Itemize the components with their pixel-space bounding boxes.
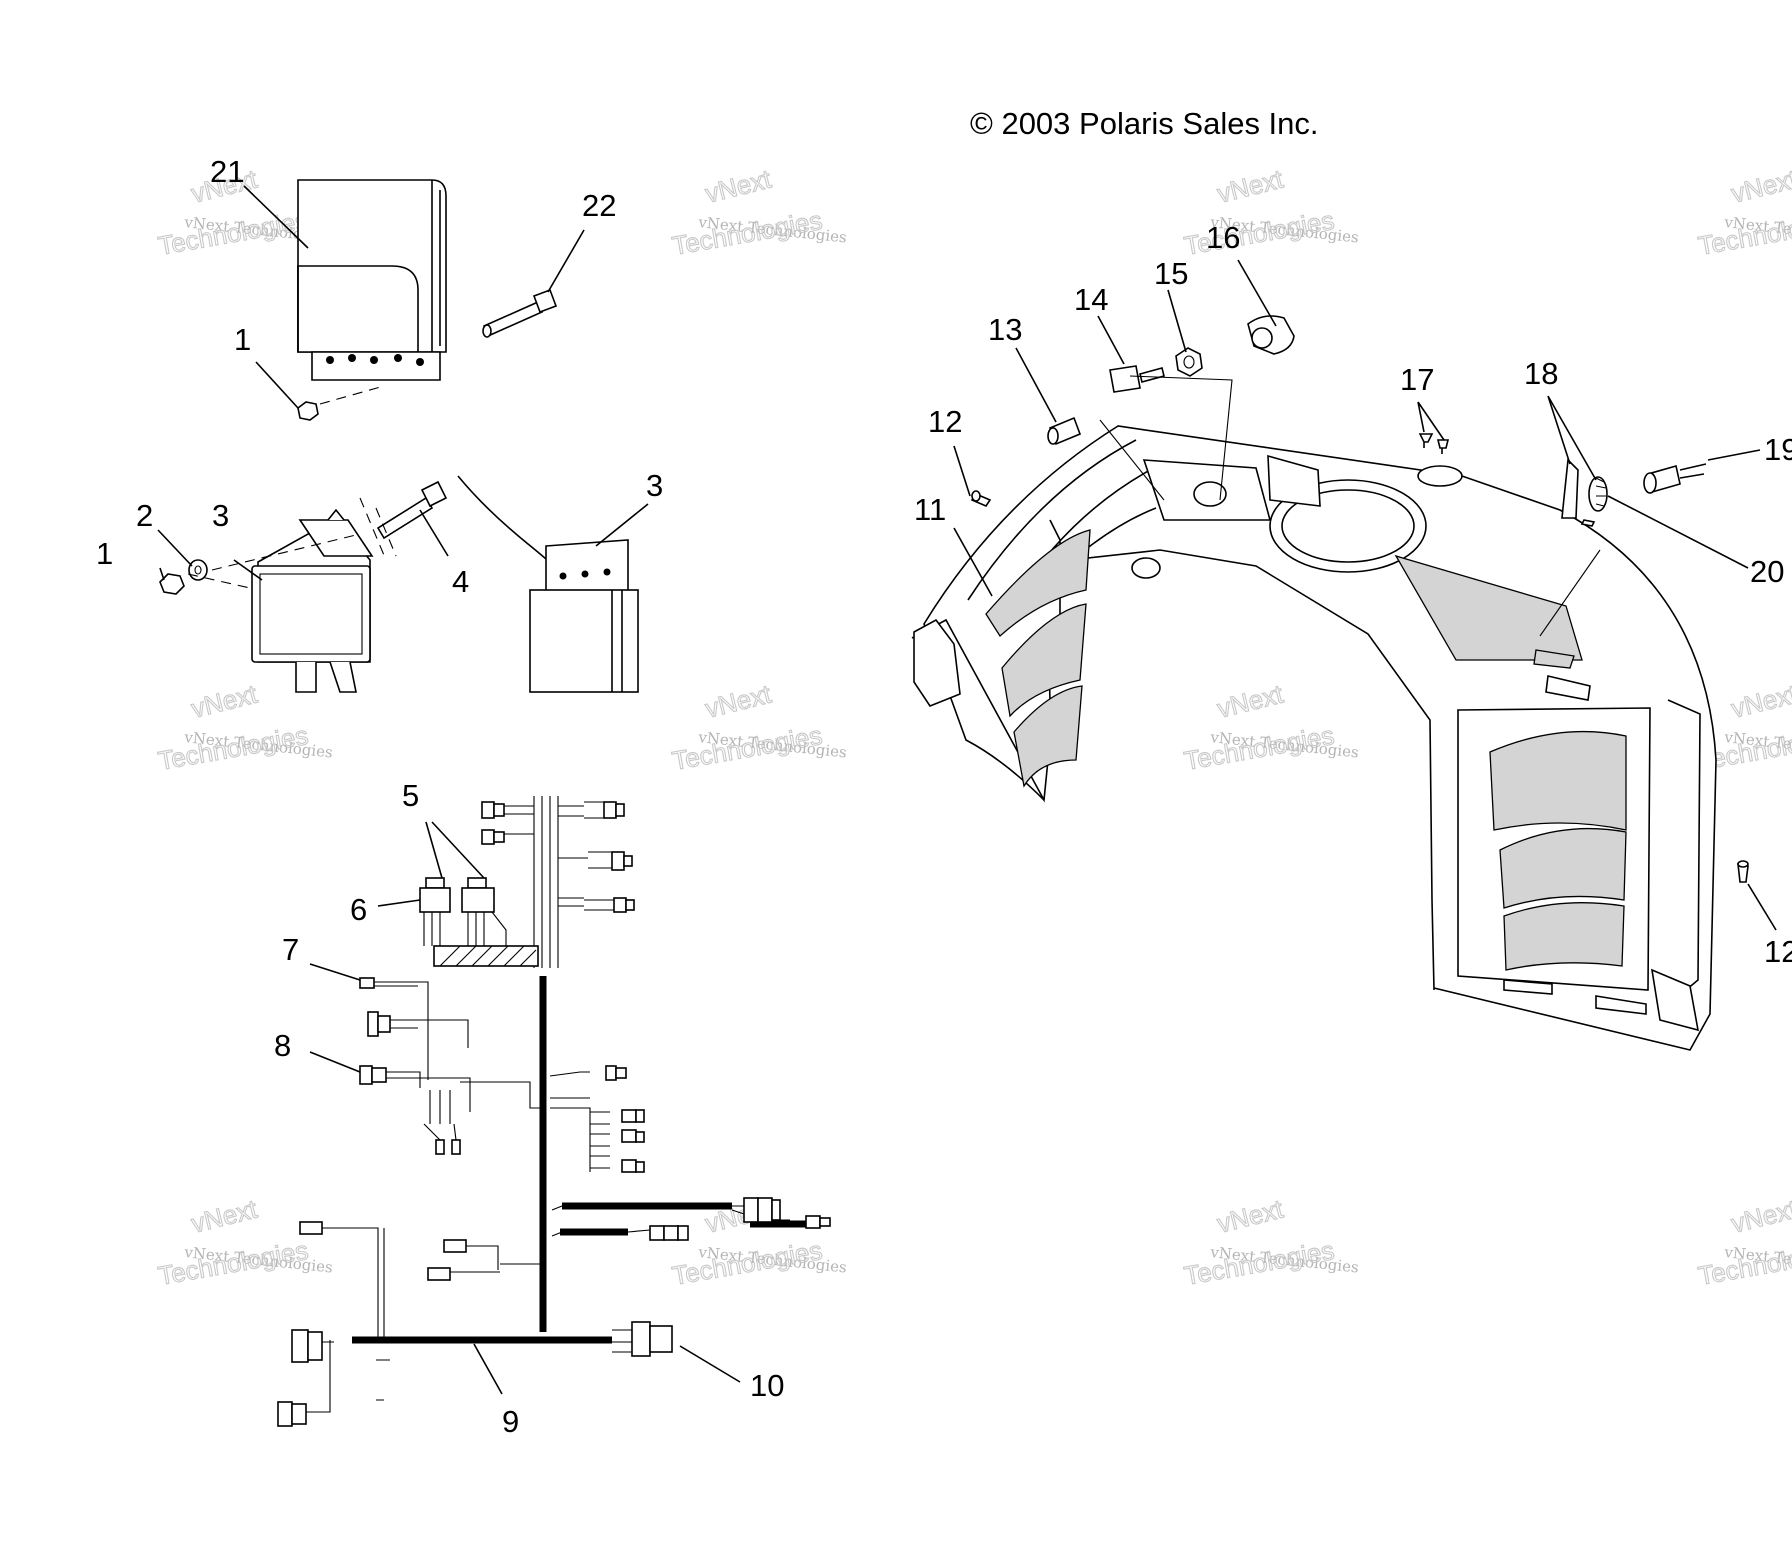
part-12-screw-left: [970, 490, 992, 507]
watermark-vnext: vNext: [1214, 678, 1286, 723]
callout-6: 6: [350, 892, 367, 927]
callout-9: 9: [502, 1404, 519, 1439]
callout-14: 14: [1074, 282, 1108, 317]
callout-12-left: 12: [928, 404, 962, 439]
watermark-technologies: Technologies: [1182, 720, 1337, 776]
watermark-technologies: Technologies: [1696, 1235, 1792, 1291]
watermark-technologies: Technologies: [1182, 1235, 1337, 1291]
part-12-screw-right: [1737, 860, 1749, 883]
callout-5: 5: [402, 778, 419, 813]
watermark-technologies: Technologies: [670, 205, 825, 261]
callout-12-right: 12: [1764, 934, 1792, 969]
watermark-technologies: Technologies: [156, 205, 311, 261]
callout-13: 13: [988, 312, 1022, 347]
watermark-vnext: vNext: [1214, 1193, 1286, 1238]
callout-21: 21: [210, 154, 244, 189]
callout-leader-lines: [157, 185, 1777, 1395]
hood-leader-lines: [1099, 375, 1601, 637]
watermark-technologies: Technologies: [670, 720, 825, 776]
watermark-technologies: Technologies: [1696, 205, 1792, 261]
callout-19: 19: [1764, 432, 1792, 467]
callout-2: 2: [136, 498, 153, 533]
part-11-hood-panel: [911, 425, 1717, 1051]
watermark-technologies: Technologies: [156, 720, 311, 776]
callout-1-nut-left: 1: [96, 536, 113, 571]
watermark-technologies: Technologies: [670, 1235, 825, 1291]
part-3-module-right: [457, 475, 639, 693]
callout-10: 10: [750, 1368, 784, 1403]
callout-8: 8: [274, 1028, 291, 1063]
watermark-vnext: vNext: [702, 678, 774, 723]
part-1-nut-left: [159, 573, 185, 595]
watermark-vnext: vNext: [1728, 678, 1792, 723]
assembly-dash-lines: [187, 533, 361, 589]
watermark-vnext: vNext: [188, 1193, 260, 1238]
callout-7: 7: [282, 932, 299, 967]
callout-16: 16: [1206, 220, 1240, 255]
part-16-ignition-switch: [1247, 315, 1295, 355]
part-2-washer: [188, 559, 208, 581]
part-19-knob: [1643, 463, 1707, 494]
callout-15: 15: [1154, 256, 1188, 291]
part-14-key: [1109, 365, 1165, 393]
part-15-nut: [1175, 347, 1203, 377]
part-18-choke-lever: [1561, 458, 1608, 527]
part-13-plug: [1047, 416, 1082, 446]
callout-labels: 21 22 1 2 3 1 4 3 5 6 7 8 9 10 16 15 14 …: [96, 154, 1792, 1439]
part-4-bolt: [359, 480, 448, 561]
callout-3-module: 3: [646, 468, 663, 503]
watermark-vnext: vNext: [702, 163, 774, 208]
callout-18: 18: [1524, 356, 1558, 391]
callout-4: 4: [452, 564, 469, 599]
watermark-vnext: vNext: [188, 678, 260, 723]
part-3-regulator-left: [251, 508, 374, 693]
callout-17: 17: [1400, 362, 1434, 397]
callout-22: 22: [582, 188, 616, 223]
watermark-vnext: vNext: [1728, 1193, 1792, 1238]
watermark-technologies: Technologies: [156, 1235, 311, 1291]
wiring-harness: [277, 796, 831, 1427]
callout-3-regulator: 3: [212, 498, 229, 533]
watermark-vnext: vNext: [1728, 163, 1792, 208]
part-21-control-module: [297, 179, 447, 381]
callout-11: 11: [914, 492, 946, 527]
copyright-notice: © 2003 Polaris Sales Inc.: [970, 106, 1319, 141]
watermark-vnext: vNext: [1214, 163, 1286, 208]
part-22-bolt: [482, 288, 558, 338]
part-1-nut-top: [297, 385, 385, 421]
callout-20: 20: [1750, 554, 1784, 589]
callout-1-nut-top: 1: [234, 322, 251, 357]
part-17-screws: [1418, 433, 1450, 454]
